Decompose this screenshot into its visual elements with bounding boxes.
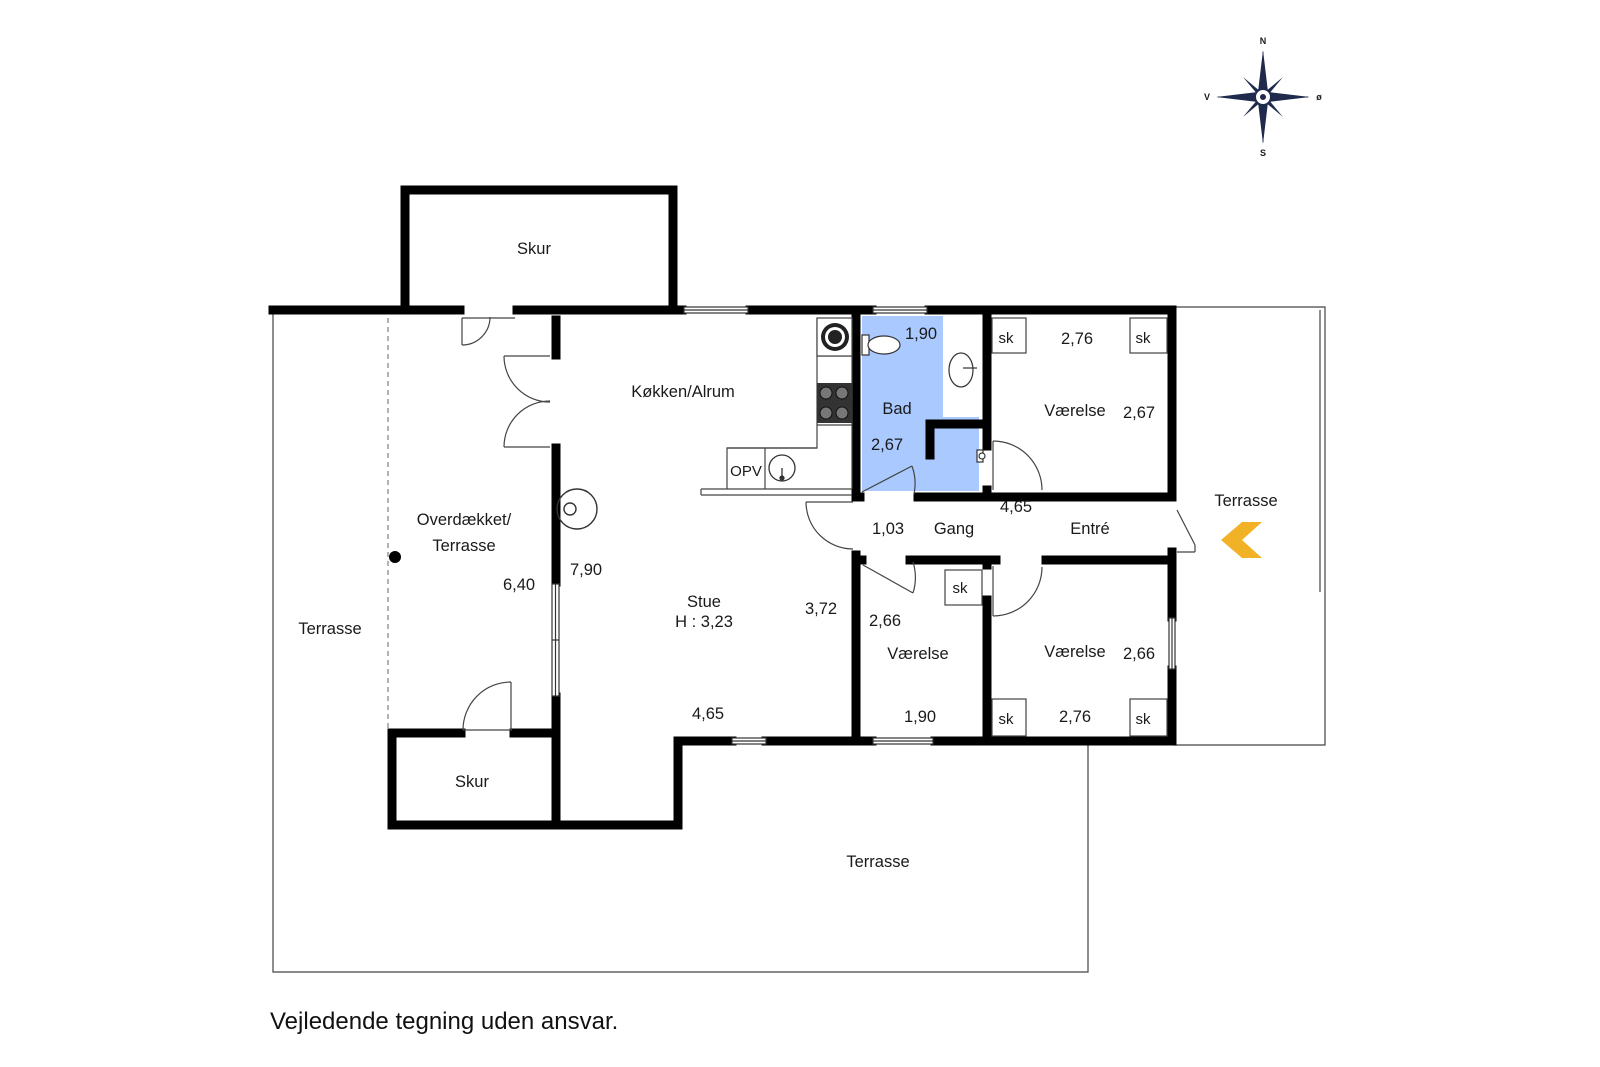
terrace-outlines xyxy=(272,306,1326,973)
dim-living-side: 3,72 xyxy=(805,600,837,618)
label-skur-top: Skur xyxy=(517,240,551,258)
shower-icon xyxy=(976,449,986,463)
cooktop-icon xyxy=(817,383,852,423)
dim-bed-se-length: 2,66 xyxy=(1123,645,1155,663)
dim-bed-s-length: 2,66 xyxy=(869,612,901,630)
label-living: Stue xyxy=(687,593,721,611)
label-bedroom-ne: Værelse xyxy=(1044,402,1105,420)
compass-north: N xyxy=(1260,36,1267,46)
label-covered-terrace-1: Overdækket/ xyxy=(417,511,512,529)
walls xyxy=(268,185,1177,830)
dim-bed-ne-length: 2,67 xyxy=(1123,404,1155,422)
windows xyxy=(551,306,1176,745)
dim-bed-ne-width: 2,76 xyxy=(1061,330,1093,348)
label-bedroom-se: Værelse xyxy=(1044,643,1105,661)
dim-bath-length: 2,67 xyxy=(871,436,903,454)
toilet-icon xyxy=(861,334,901,356)
dim-bath-width: 1,90 xyxy=(905,325,937,343)
label-sk-1: sk xyxy=(999,330,1015,347)
label-terrace-west: Terrasse xyxy=(298,620,361,638)
label-skur-bottom: Skur xyxy=(455,773,489,791)
label-terrace-south: Terrasse xyxy=(846,853,909,871)
label-sk-5: sk xyxy=(1136,711,1152,728)
disclaimer-text: Vejledende tegning uden ansvar. xyxy=(270,1008,619,1035)
label-sk-3: sk xyxy=(953,580,969,597)
dim-living-length: 7,90 xyxy=(570,561,602,579)
doors xyxy=(461,316,1196,731)
label-kitchen: Køkken/Alrum xyxy=(631,383,735,401)
label-opv: OPV xyxy=(730,463,762,480)
dim-bed-se-width: 2,76 xyxy=(1059,708,1091,726)
compass-rose-icon: N ø S V xyxy=(1204,36,1322,158)
label-terrace-east: Terrasse xyxy=(1214,492,1277,510)
label-living-height: H : 3,23 xyxy=(675,613,733,631)
range-hood-fan xyxy=(816,317,853,357)
label-bedroom-s: Værelse xyxy=(887,645,948,663)
label-sk-2: sk xyxy=(1136,330,1152,347)
stove-icon xyxy=(556,488,598,530)
dim-bed-s-width: 1,90 xyxy=(904,708,936,726)
dim-hall-length: 4,65 xyxy=(1000,498,1032,516)
compass-south: S xyxy=(1260,148,1266,158)
entry-arrow-icon xyxy=(1221,522,1262,558)
wardrobes xyxy=(944,317,1168,737)
label-covered-terrace-2: Terrasse xyxy=(432,537,495,555)
dim-covered-length: 6,40 xyxy=(503,576,535,594)
room-labels: Skur Skur Køkken/Alrum Bad Værelse Værel… xyxy=(298,240,1277,871)
label-sk-4: sk xyxy=(999,711,1015,728)
compass-east: ø xyxy=(1316,92,1322,102)
label-bath: Bad xyxy=(882,400,911,418)
fixture-labels: OPV sk sk sk sk sk xyxy=(730,330,1151,728)
dim-living-width: 4,65 xyxy=(692,705,724,723)
label-entry: Entré xyxy=(1070,520,1109,538)
bath-sink-icon xyxy=(948,352,977,388)
column-post xyxy=(389,551,401,563)
dim-hall-width: 1,03 xyxy=(872,520,904,538)
dimension-labels: 1,90 2,67 2,76 2,67 6,40 7,90 4,65 3,72 … xyxy=(503,325,1155,726)
label-hall: Gang xyxy=(934,520,974,538)
kitchen-sink-icon xyxy=(768,454,796,482)
compass-west: V xyxy=(1204,92,1210,102)
